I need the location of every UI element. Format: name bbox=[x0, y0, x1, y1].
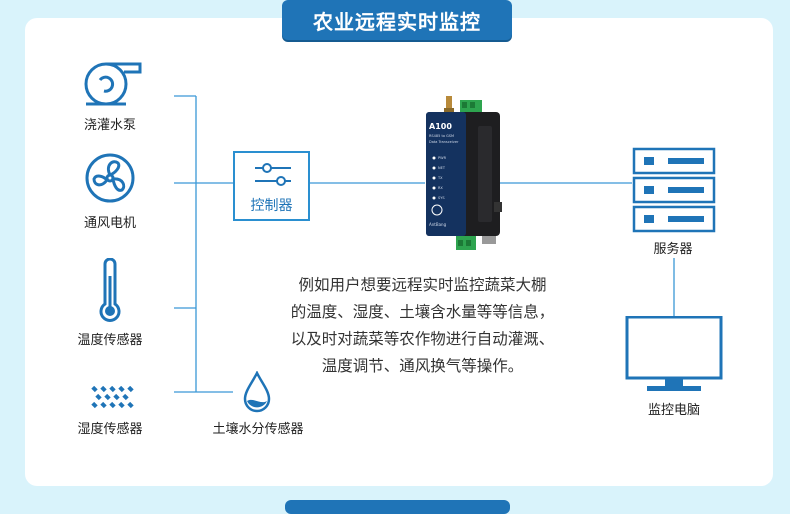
server-icon bbox=[632, 147, 716, 237]
page-title: 农业远程实时监控 bbox=[282, 0, 512, 40]
monitor-label: 监控电脑 bbox=[636, 399, 712, 418]
device-led-5: SYS bbox=[438, 196, 445, 200]
device-led-1: PWR bbox=[438, 156, 446, 160]
thermometer-icon bbox=[98, 258, 122, 328]
controller-box: 控制器 bbox=[233, 151, 310, 221]
description-line: 以及时对蔬菜等农作物进行自动灌溉、 bbox=[270, 326, 575, 353]
antenna-icon bbox=[444, 96, 454, 113]
humidity-sensor-label: 湿度传感器 bbox=[70, 418, 150, 437]
soil-sensor-label: 土壤水分传感器 bbox=[205, 418, 311, 437]
pump-icon bbox=[78, 60, 142, 112]
device-led-3: TX bbox=[438, 176, 443, 180]
monitor-icon bbox=[625, 316, 723, 396]
mist-icon bbox=[90, 386, 134, 414]
description: 例如用户想要远程实时监控蔬菜大棚 的温度、湿度、土壤含水量等等信息， 以及时对蔬… bbox=[270, 272, 575, 380]
description-line: 例如用户想要远程实时监控蔬菜大棚 bbox=[270, 272, 575, 299]
description-line: 的温度、湿度、土壤含水量等等信息， bbox=[270, 299, 575, 326]
fan-label: 通风电机 bbox=[76, 212, 144, 231]
server-label: 服务器 bbox=[640, 238, 706, 257]
device-led-4: RX bbox=[438, 186, 443, 190]
dtu-device: A100 RS485 to GSM Data Transceiver PWR N… bbox=[420, 96, 504, 258]
device-subtitle-2: Data Transceiver bbox=[429, 140, 458, 144]
device-brand: AntBang bbox=[429, 222, 446, 227]
fan-icon bbox=[85, 153, 135, 207]
description-line: 温度调节、通风换气等操作。 bbox=[270, 353, 575, 380]
device-model: A100 bbox=[429, 122, 452, 131]
device-subtitle: RS485 to GSM bbox=[429, 134, 454, 138]
slider-icon bbox=[253, 161, 293, 189]
controller-label: 控制器 bbox=[235, 195, 308, 215]
water-drop-icon bbox=[243, 371, 271, 417]
pump-label: 浇灌水泵 bbox=[78, 114, 142, 133]
temp-sensor-label: 温度传感器 bbox=[70, 329, 150, 348]
device-led-2: NET bbox=[438, 166, 445, 170]
